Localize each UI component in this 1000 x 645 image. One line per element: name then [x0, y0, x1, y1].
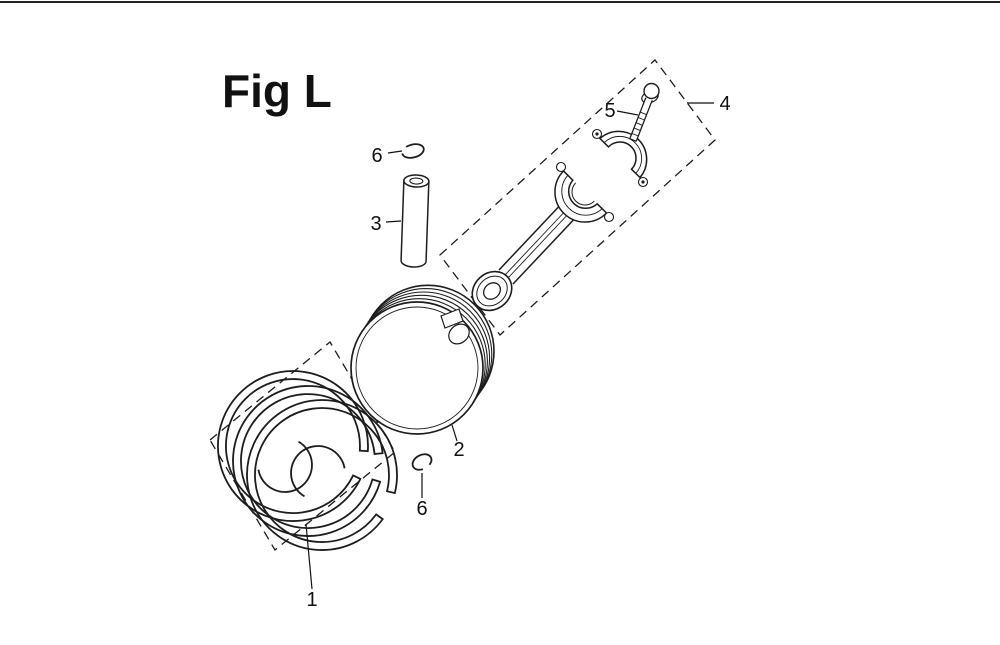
piston-pin-bore — [409, 177, 424, 185]
piston-ring-2 — [232, 385, 384, 537]
connecting-rod-pin-hole — [482, 282, 502, 300]
big-end-bolt-ear — [555, 161, 567, 173]
cap-bearing-line — [603, 135, 643, 174]
connecting-rod-shaft — [499, 199, 580, 284]
rod-bolt-threads — [631, 111, 647, 137]
rod-bolt-group — [629, 82, 660, 142]
piston-pin-body — [400, 179, 430, 268]
pin-clip-top — [401, 143, 425, 159]
callout-piston: 2 — [453, 439, 464, 461]
cap-bolt-hole — [595, 132, 599, 136]
piston-ring-3 — [246, 399, 398, 551]
piston-crown-face — [350, 301, 484, 435]
piston-pin-bore-notch — [448, 323, 470, 345]
callout-pin-clip-top: 6 — [371, 145, 382, 167]
ring-expander-curl-1 — [257, 440, 313, 493]
leader-piston-pin — [385, 220, 402, 223]
leader-ring-set — [305, 523, 313, 590]
piston-ring-set-group — [217, 370, 398, 551]
piston-group — [350, 284, 495, 435]
connecting-rod-cap — [598, 130, 648, 179]
big-end-bolt-ear — [603, 211, 615, 223]
callout-rod-bolt: 5 — [604, 100, 615, 122]
rod-bolt-shank — [629, 97, 653, 142]
rod-bolt-head — [643, 82, 660, 100]
piston-pin-group — [400, 174, 430, 268]
leader-piston — [451, 424, 458, 442]
big-end-bore-line — [571, 182, 595, 206]
connecting-rod-group — [471, 128, 649, 312]
connecting-rod-shaft-edges — [498, 198, 581, 285]
pin-clip-bottom — [411, 453, 433, 471]
big-end-bearing-line — [561, 175, 603, 216]
cap-bolt-hole — [641, 180, 645, 184]
connecting-rod-shaft-ribs — [504, 206, 573, 279]
rod-bolt-shank-outline — [629, 97, 653, 142]
piston-pin-boss — [440, 308, 464, 329]
connecting-rod-small-end-boss — [476, 275, 508, 307]
piston-pin-top-face — [403, 174, 430, 188]
piston-crown-chamfer — [355, 306, 479, 430]
figure-title: Fig L — [222, 65, 332, 117]
piston-ring-1 — [217, 370, 369, 522]
callout-pin-clip-bottom: 6 — [416, 498, 427, 520]
callout-piston-pin: 3 — [370, 213, 381, 235]
ring-expander-curl-2 — [290, 445, 346, 498]
connecting-rod-big-end-lower — [554, 169, 608, 223]
leader-pin-clip-top — [387, 150, 403, 154]
leader-rod-bolt — [616, 110, 639, 116]
callout-connecting-rod: 4 — [719, 93, 730, 115]
callout-ring-set: 1 — [306, 589, 317, 611]
